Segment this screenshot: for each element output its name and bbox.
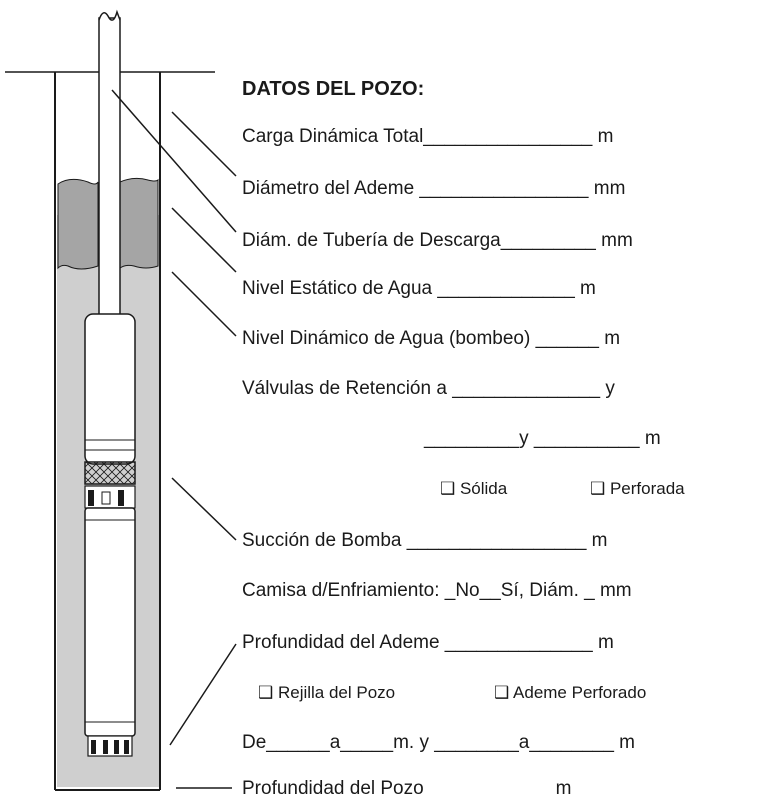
casing-depth-field[interactable]: Profundidad del Ademe ______________ m bbox=[242, 632, 614, 653]
static-level-field[interactable]: Nivel Estático de Agua _____________ m bbox=[242, 278, 596, 299]
tdh-field[interactable]: Carga Dinámica Total________________ m bbox=[242, 126, 614, 147]
pump-intake-field[interactable]: Succión de Bomba _________________ m bbox=[242, 530, 608, 551]
drop-pipe-diameter-field[interactable]: Diám. de Tubería de Descarga_________ mm bbox=[242, 230, 633, 251]
well-seal-right bbox=[119, 177, 159, 269]
pump-intake-screen bbox=[84, 461, 136, 485]
well-depth-field[interactable]: Profundidad del Pozo m bbox=[242, 778, 572, 799]
perforated-casing-checkbox[interactable]: ❑ Ademe Perforado bbox=[494, 683, 647, 702]
pump-body bbox=[84, 313, 136, 465]
well-screen-checkbox[interactable]: ❑ Rejilla del Pozo bbox=[258, 683, 396, 702]
coupling-detail-2 bbox=[101, 491, 111, 505]
coupling-detail-3 bbox=[118, 490, 124, 506]
dynamic-level-field[interactable]: Nivel Dinámico de Agua (bombeo) ______ m bbox=[242, 328, 621, 349]
well-seal bbox=[57, 178, 99, 270]
motor-foot-4 bbox=[124, 740, 129, 754]
leader-casing-depth bbox=[169, 643, 237, 746]
leader-tdh bbox=[111, 89, 237, 233]
motor-foot-1 bbox=[91, 740, 96, 754]
coupling-detail-1 bbox=[88, 490, 94, 506]
valve-perforated-checkbox[interactable]: ❑ Perforada bbox=[590, 479, 685, 498]
motor-body bbox=[84, 507, 136, 737]
check-valves-field-1[interactable]: Válvulas de Retención a ______________ y bbox=[242, 378, 615, 399]
cooling-sleeve-field[interactable]: Camisa d/Enfriamiento: _No__Sí, Diám. _ … bbox=[242, 580, 632, 601]
motor-foot-2 bbox=[103, 740, 108, 754]
form-title: DATOS DEL POZO: bbox=[242, 78, 425, 100]
casing-diameter-field[interactable]: Diámetro del Ademe ________________ mm bbox=[242, 178, 626, 199]
screen-range-field[interactable]: De______a_____m. y ________a________ m bbox=[242, 732, 635, 753]
leader-casing-diameter bbox=[171, 111, 237, 177]
drop-pipe bbox=[98, 17, 121, 319]
drop-pipe-break bbox=[98, 9, 121, 21]
leader-static-level bbox=[171, 207, 237, 273]
leader-pump-intake bbox=[171, 477, 237, 541]
motor-base bbox=[87, 735, 133, 757]
check-valves-field-2[interactable]: _________y __________ m bbox=[424, 428, 661, 449]
valve-solid-checkbox[interactable]: ❑ Sólida bbox=[440, 479, 508, 498]
motor-foot-3 bbox=[114, 740, 119, 754]
leader-dynamic-level bbox=[171, 271, 237, 337]
